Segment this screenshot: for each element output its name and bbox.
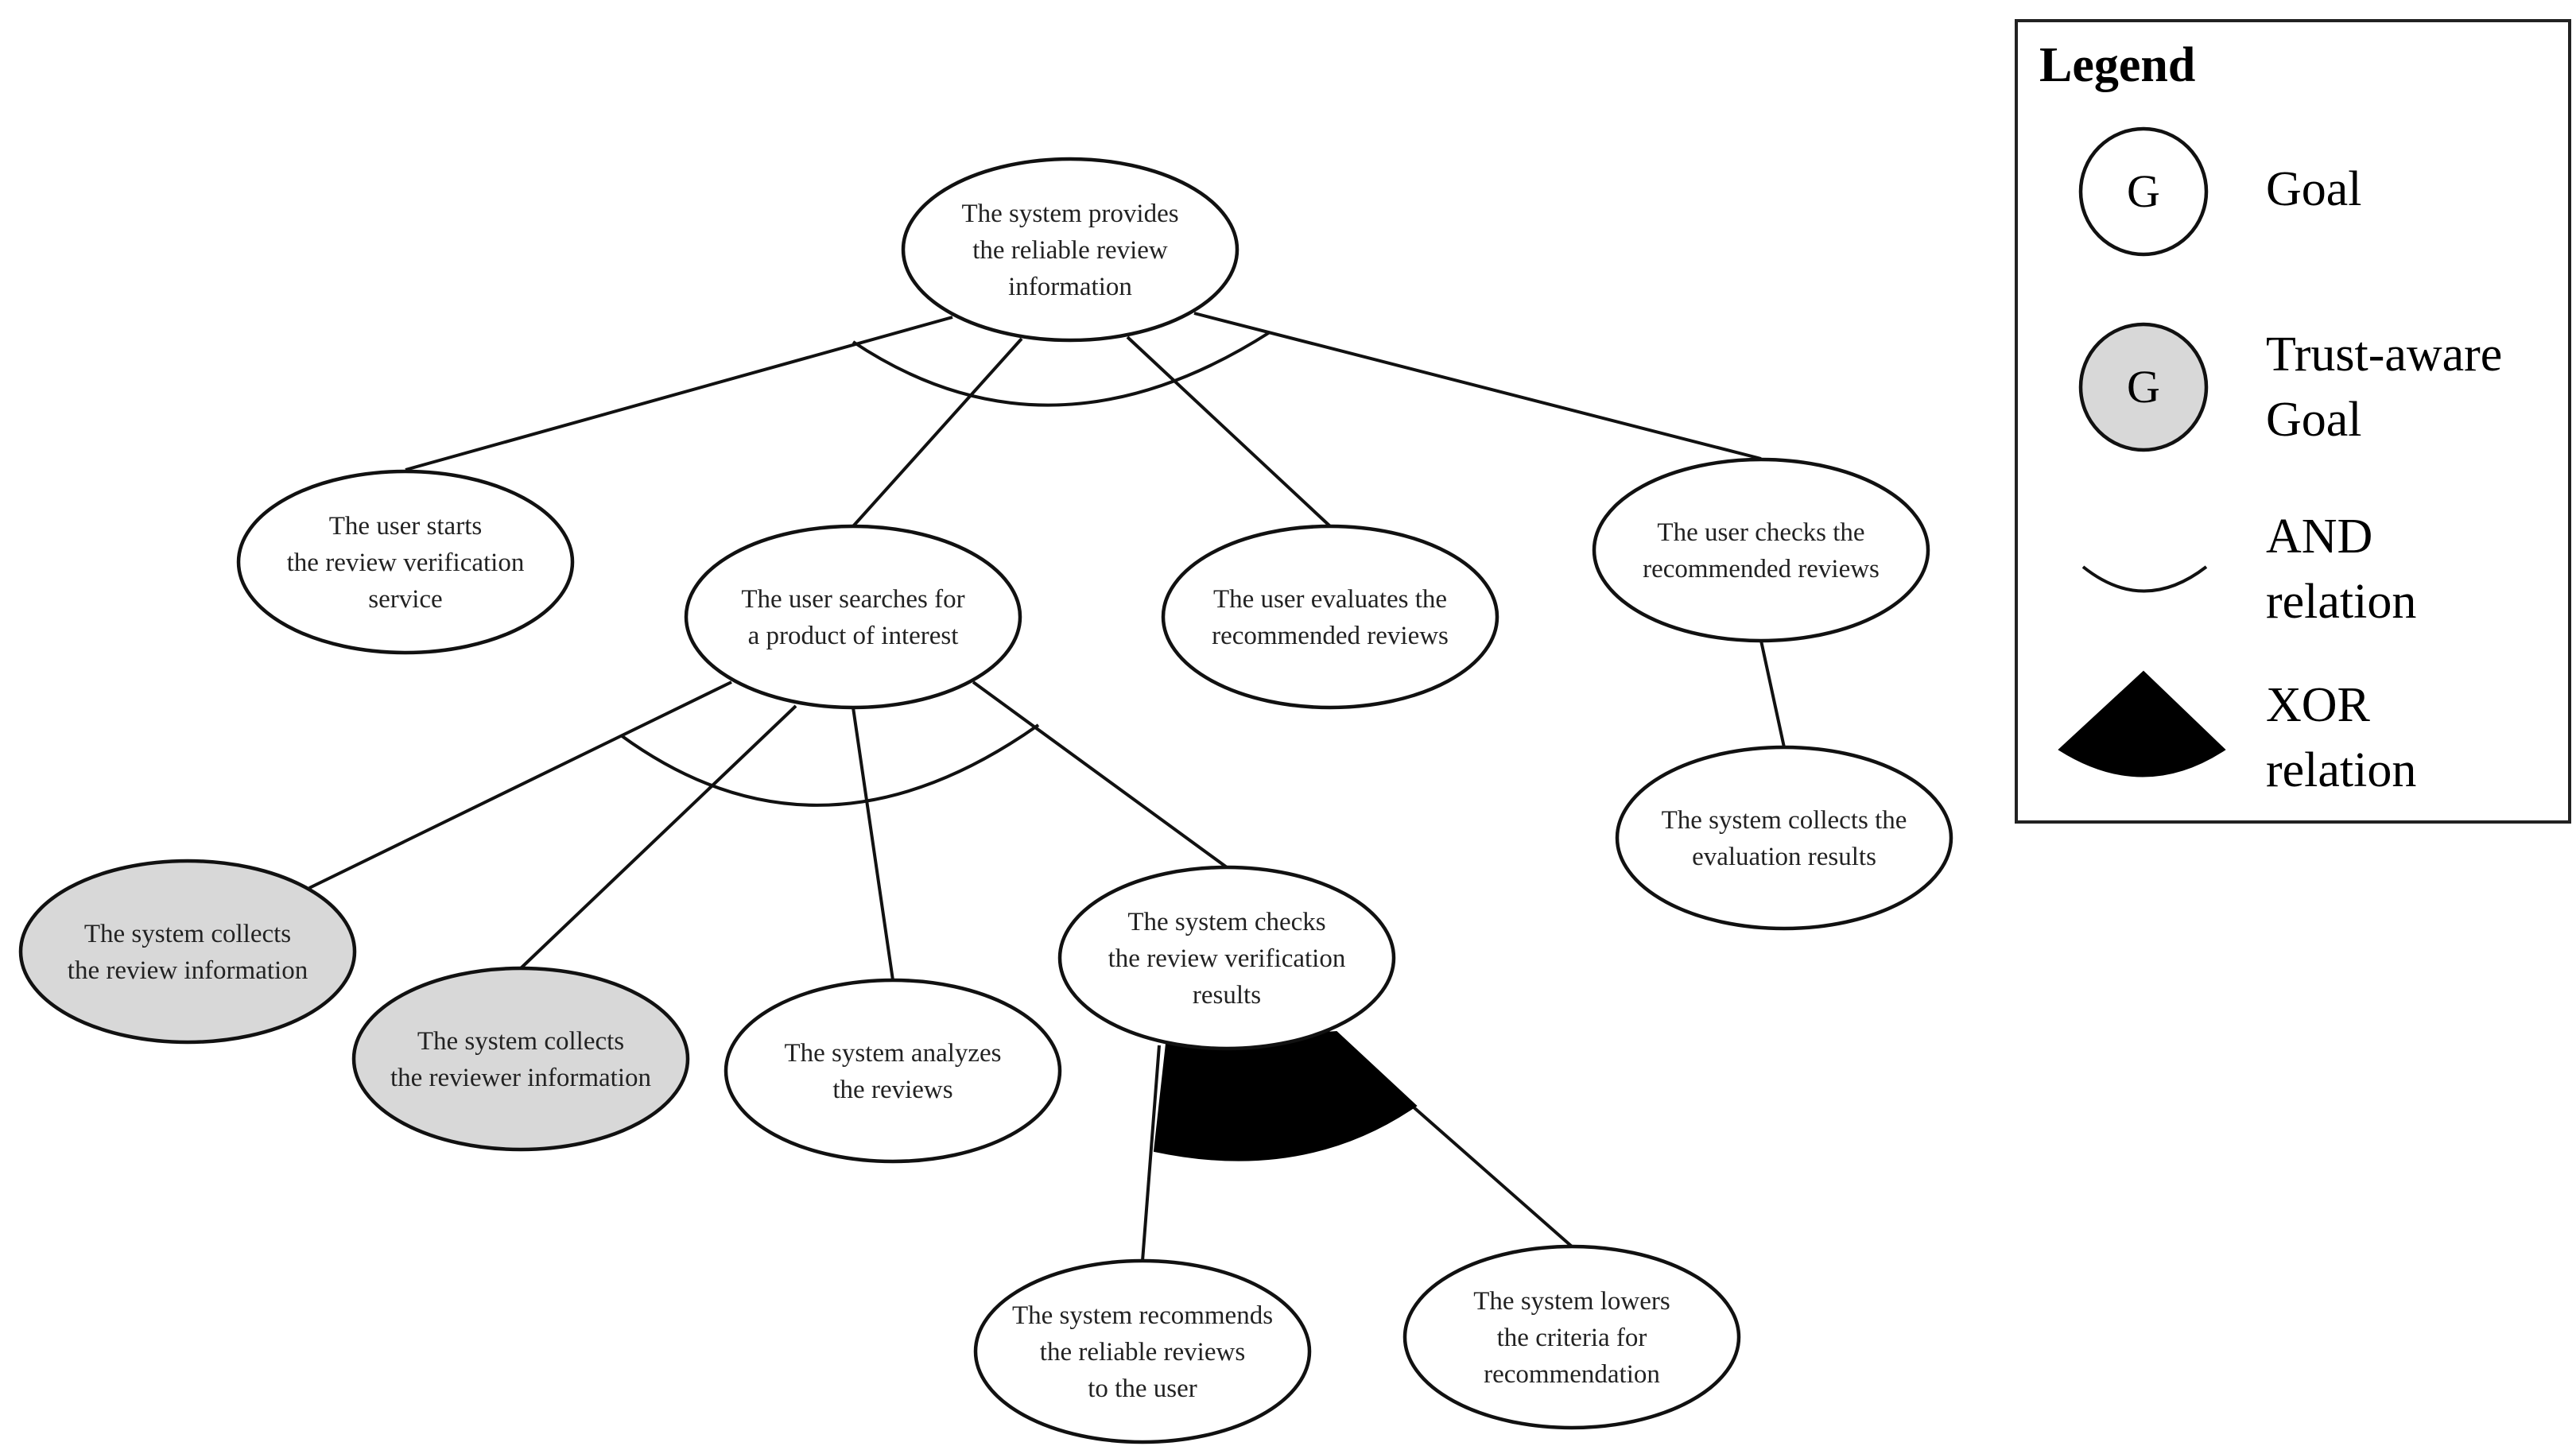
goal-label-line: information xyxy=(1008,273,1132,301)
nodes-layer: The system provides the reliable review in… xyxy=(18,157,1953,1444)
goal-label-line: the criteria for xyxy=(1497,1324,1647,1352)
edge-search-check_results xyxy=(972,680,1228,869)
edge-root-search xyxy=(852,337,1023,528)
goal-label-line: The user checks the xyxy=(1657,518,1864,547)
goal-label-line: service xyxy=(368,585,442,614)
goal-label-line: The system collects xyxy=(84,920,291,948)
goal-label-line: The user evaluates the xyxy=(1213,585,1447,614)
goal-label-line: the reliable reviews xyxy=(1040,1338,1245,1367)
edge-root-evaluate xyxy=(1126,335,1332,528)
goal-node-evaluate: The user evaluates the recommended review… xyxy=(1161,524,1499,710)
trust-aware-goal-ellipse xyxy=(351,966,690,1152)
goal-ellipse xyxy=(1057,865,1396,1051)
legend-trust-aware-goal-symbol: G xyxy=(2127,361,2160,413)
goal-label-line: The system provides xyxy=(961,200,1178,228)
goal-label-line: a product of interest xyxy=(748,622,959,650)
goal-label-line: recommendation xyxy=(1484,1360,1660,1389)
goal-node-start: The user starts the review verification se… xyxy=(236,469,575,655)
and-relation-arc-search xyxy=(619,723,1040,807)
edge-search-analyze xyxy=(852,707,894,981)
legend-and-label-line1: AND xyxy=(2266,510,2372,564)
goal-label-line: The system lowers xyxy=(1473,1287,1670,1316)
goal-node-search: The user searches for a product of intere… xyxy=(684,524,1022,710)
xor-relation-wedge-check_results xyxy=(1153,1030,1418,1161)
goal-label-line: The system collects xyxy=(417,1027,624,1056)
goal-ellipse xyxy=(1615,745,1953,931)
legend-xor-label-line2: relation xyxy=(2266,743,2416,797)
goal-ellipse xyxy=(1161,524,1499,710)
goal-label-line: The user starts xyxy=(329,512,482,541)
edge-root-check xyxy=(1193,312,1762,460)
goal-node-recommend: The system recommends the reliable review… xyxy=(973,1258,1312,1444)
goal-label-line: The system analyzes xyxy=(784,1039,1001,1068)
legend: Legend G Goal G Trust-aware Goal AND rel… xyxy=(2015,19,2571,824)
legend-goal-symbol: G xyxy=(2127,165,2160,217)
legend-and-label-line2: relation xyxy=(2266,575,2416,629)
goal-label-line: the reviews xyxy=(832,1076,952,1104)
goal-node-collect_reviewer: The system collects the reviewer informat… xyxy=(351,966,690,1152)
goal-label-line: results xyxy=(1193,981,1261,1010)
goal-node-lower: The system lowers the criteria for recomme… xyxy=(1402,1244,1741,1430)
relations-layer xyxy=(619,331,1418,1161)
goal-ellipse xyxy=(684,524,1022,710)
goal-label-line: the review information xyxy=(68,956,308,985)
goal-label-line: recommended reviews xyxy=(1212,622,1449,650)
goal-label-line: The system checks xyxy=(1127,908,1325,936)
goal-node-collect_review: The system collects the review informatio… xyxy=(18,859,357,1045)
goal-node-analyze: The system analyzes the reviews xyxy=(724,978,1062,1164)
goal-label-line: the reviewer information xyxy=(390,1064,651,1092)
goal-label-line: to the user xyxy=(1088,1374,1197,1403)
goal-node-check_results: The system checks the review verification… xyxy=(1057,865,1396,1051)
goal-label-line: The system collects the xyxy=(1662,806,1907,835)
edge-search-collect_reviewer xyxy=(519,704,797,970)
goal-label-line: The user searches for xyxy=(741,585,964,614)
goal-ellipse xyxy=(1402,1244,1741,1430)
goal-label-line: the review verification xyxy=(1108,944,1346,973)
goal-label-line: The system recommends xyxy=(1012,1301,1273,1330)
edge-check_results-recommend xyxy=(1141,1045,1161,1262)
legend-xor-label-line1: XOR xyxy=(2266,678,2371,732)
goal-node-root: The system provides the reliable review in… xyxy=(901,157,1240,343)
legend-goal-label: Goal xyxy=(2266,162,2362,216)
edge-check-collect_eval xyxy=(1759,640,1786,748)
edge-search-collect_review xyxy=(308,680,732,890)
trust-aware-goal-ellipse xyxy=(18,859,357,1045)
legend-goal-icon xyxy=(2078,126,2209,257)
legend-trust-aware-label-line1: Trust-aware xyxy=(2266,328,2502,382)
legend-trust-aware-label-line2: Goal xyxy=(2266,393,2362,447)
legend-xor-relation-icon xyxy=(2058,670,2226,777)
legend-trust-aware-goal-icon xyxy=(2078,322,2209,452)
goal-ellipse xyxy=(1592,457,1930,643)
goal-ellipse xyxy=(236,469,575,655)
edge-root-start xyxy=(405,316,953,471)
and-relation-arc-root xyxy=(852,331,1271,407)
goal-node-check: The user checks the recommended reviews xyxy=(1592,457,1930,643)
goal-ellipse xyxy=(901,157,1240,343)
edges-layer xyxy=(308,312,1786,1262)
goal-ellipse xyxy=(973,1258,1312,1444)
goal-label-line: recommended reviews xyxy=(1643,555,1880,583)
legend-and-relation-icon xyxy=(2081,565,2208,593)
goal-label-line: evaluation results xyxy=(1692,843,1876,871)
goal-label-line: the reliable review xyxy=(972,236,1168,265)
goal-label-line: the review verification xyxy=(287,549,525,577)
goal-node-collect_eval: The system collects the evaluation result… xyxy=(1615,745,1953,931)
goal-ellipse xyxy=(724,978,1062,1164)
legend-title: Legend xyxy=(2039,38,2195,92)
